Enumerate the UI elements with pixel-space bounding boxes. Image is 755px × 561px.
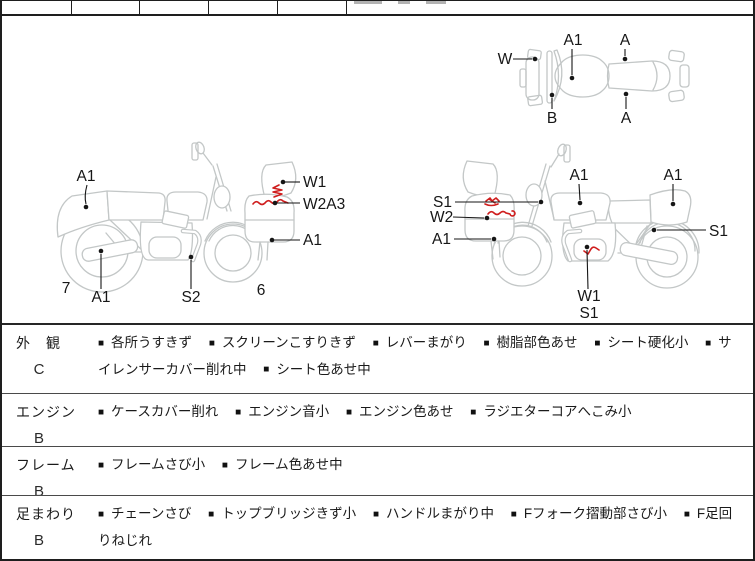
marker-dot [651, 227, 657, 233]
category-label: 足まわり [16, 506, 76, 522]
marker-dot [569, 75, 575, 81]
category-label: フレーム [16, 457, 76, 473]
condition-items: ケースカバー削れ エンジン音小 エンジン色あせ ラジエターコアへこみ小 [98, 399, 744, 446]
condition-row-engine: エンジン B ケースカバー削れ エンジン音小 エンジン色あせ ラジエターコアへこ… [2, 393, 753, 447]
condition-item: レバーまがり [373, 335, 467, 350]
zone-number-label: 6 [257, 282, 266, 299]
marker-dot [549, 92, 555, 98]
marker-dot [622, 56, 628, 62]
zone-number-label: 7 [62, 280, 71, 297]
condition-item: エンジン色あせ [346, 404, 454, 419]
damage-code-label: S1 [709, 223, 728, 240]
damage-code-label: W2 [430, 209, 453, 226]
marker-dot [577, 200, 583, 206]
damage-code-label: S1 [580, 305, 599, 322]
damage-code-label: A1 [77, 168, 96, 185]
marker-dot [491, 236, 497, 242]
damage-code-label: A1 [564, 32, 583, 49]
damage-scribble-engine [583, 246, 600, 255]
marker-dot [584, 244, 590, 250]
damage-code-label: S2 [182, 289, 201, 306]
grade-value: B [33, 483, 44, 500]
condition-items: フレームさび小 フレーム色あせ中 [98, 452, 744, 495]
condition-item: ハンドルまがり中 [373, 506, 494, 521]
marker-dot [83, 204, 89, 210]
condition-item: エンジン音小 [235, 404, 329, 419]
front-cowl-detail-right [462, 160, 515, 260]
damage-code-label: S1 [433, 194, 452, 211]
cell-divider [346, 1, 347, 14]
grade-value: C [33, 361, 45, 378]
damage-code-label: A1 [92, 289, 111, 306]
marker-dot [280, 179, 286, 185]
condition-item: フレームさび小 [98, 457, 205, 472]
condition-row-exterior: 外 観 C 各所うすきず スクリーンこすりきず レバーまがり 樹脂部色あせ シー… [2, 323, 753, 393]
damage-code-label: W2A3 [303, 196, 345, 213]
damage-code-label: W1 [303, 174, 326, 191]
marker-dot [188, 254, 194, 260]
damage-scribble-screen [272, 184, 283, 198]
damage-code-label: A [621, 110, 632, 127]
cut-off-text-remnant [398, 1, 410, 4]
cell-divider [139, 1, 140, 14]
damage-scribble-cowl-left [252, 198, 289, 206]
condition-item: トップブリッジきず小 [208, 506, 356, 521]
condition-row-frame: フレーム B フレームさび小 フレーム色あせ中 [2, 446, 753, 500]
condition-item: 各所うすきず [98, 335, 192, 350]
front-cowl-detail-left [244, 161, 297, 261]
category-label: 外 観 [16, 335, 61, 351]
top-view-annotations: W A1 A B A [498, 32, 632, 127]
cut-off-text-remnant [426, 1, 446, 4]
left-view-annotations: A1 7 A1 S2 6 W1 W2A3 A1 [62, 168, 346, 306]
damage-code-label: A1 [664, 167, 683, 184]
category-label: エンジン [16, 404, 76, 420]
condition-item: 樹脂部色あせ [484, 335, 578, 350]
marker-dot [623, 91, 629, 97]
condition-item: チェーンさび [98, 506, 191, 521]
condition-item: シート硬化小 [594, 335, 688, 350]
damage-code-label: A1 [432, 231, 451, 248]
marker-dot [272, 200, 278, 206]
condition-item: シート色あせ中 [263, 362, 371, 377]
damage-code-label: A [620, 32, 631, 49]
damage-code-label: W1 [577, 288, 600, 305]
damage-code-label: B [547, 110, 557, 127]
cut-off-text-remnant [354, 1, 382, 4]
grade-value: B [33, 532, 44, 549]
condition-item: スクリーンこすりきず [209, 335, 356, 350]
condition-item: フレーム色あせ中 [222, 457, 343, 472]
damage-code-label: A1 [570, 167, 589, 184]
marker-dot [484, 215, 490, 221]
cell-divider [71, 1, 72, 14]
damage-code-label: W [498, 51, 513, 68]
right-view-annotations: S1 W2 A1 A1 A1 S1 W1 S1 [430, 167, 728, 322]
top-view-drawing [519, 48, 690, 107]
cell-divider [208, 1, 209, 14]
condition-items: 各所うすきず スクリーンこすりきず レバーまがり 樹脂部色あせ シート硬化小 サ… [98, 330, 744, 393]
left-side-view-drawing [56, 141, 263, 293]
marker-dot [670, 201, 676, 207]
condition-item: Fフォーク摺動部さび小 [511, 506, 667, 521]
cell-divider [277, 1, 278, 14]
condition-items: チェーンさび トップブリッジきず小 ハンドルまがり中 Fフォーク摺動部さび小 F… [98, 501, 744, 559]
damage-scribble-cowl-right-lower [487, 210, 516, 217]
top-table-strip [2, 1, 753, 16]
condition-row-undercarriage: 足まわり B チェーンさび トップブリッジきず小 ハンドルまがり中 Fフォーク摺… [2, 495, 753, 559]
condition-item: ラジエターコアへこみ小 [470, 404, 631, 419]
condition-item: ケースカバー削れ [98, 404, 218, 419]
marker-dot [532, 56, 538, 62]
grade-value: B [33, 430, 44, 447]
marker-dot [269, 237, 275, 243]
marker-dot [98, 248, 104, 254]
right-side-view-drawing [491, 143, 700, 289]
marker-dot [538, 199, 544, 205]
damage-code-label: A1 [303, 232, 322, 249]
